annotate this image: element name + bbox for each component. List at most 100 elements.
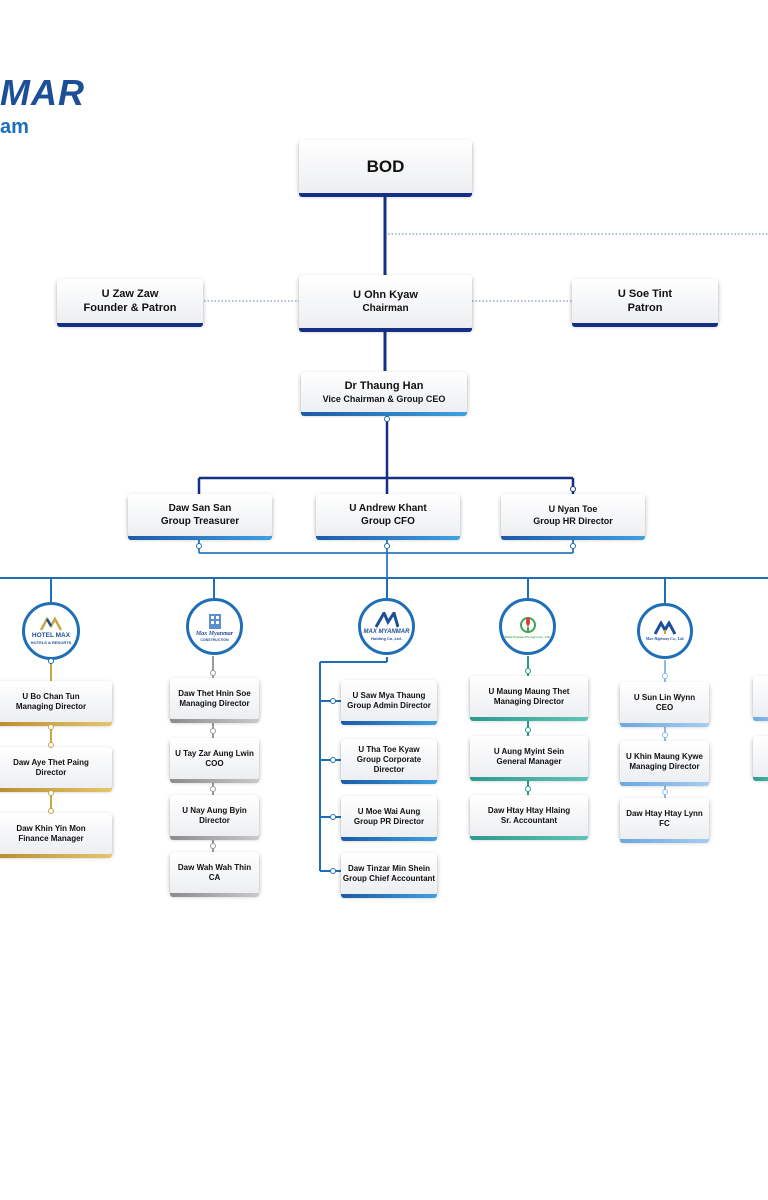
- staff-box[interactable]: U Tay Zar Aung Lwin COO: [170, 738, 259, 783]
- staff-title: Group Admin Director: [347, 701, 431, 710]
- staff-name: U Tha Toe Kyaw: [358, 745, 420, 754]
- exec-box-treasurer[interactable]: Daw San San Group Treasurer: [128, 494, 272, 540]
- staff-name: Daw Aye Thet Paing: [13, 758, 89, 767]
- staff-name: U Saw Mya Thaung: [352, 691, 426, 700]
- max-highway-logo[interactable]: Max Highway Co., Ltd.: [637, 603, 693, 659]
- partial-staff-box: [753, 676, 768, 721]
- staff-title: COO: [205, 759, 224, 768]
- staff-name: Daw Wah Wah Thin: [177, 863, 252, 872]
- staff-title: FC: [659, 819, 670, 828]
- founder-box[interactable]: U Zaw Zaw Founder & Patron: [57, 279, 203, 327]
- patron-title: Patron: [627, 301, 663, 314]
- staff-box[interactable]: U Moe Wai Aung Group PR Director: [341, 796, 437, 841]
- vice-chairman-name: Dr Thaung Han: [344, 380, 424, 392]
- connector-dot: [48, 658, 54, 664]
- exec-title: Group HR Director: [533, 515, 613, 526]
- patron-box[interactable]: U Soe Tint Patron: [572, 279, 718, 327]
- staff-box[interactable]: U Tha Toe Kyaw Group Corporate Director: [341, 739, 437, 784]
- staff-title: Sr. Accountant: [500, 816, 558, 825]
- staff-name: U Moe Wai Aung: [357, 807, 421, 816]
- highway-logo-text: Max Highway Co., Ltd.: [645, 636, 685, 641]
- connector-dot: [210, 728, 216, 734]
- connector-dot: [48, 808, 54, 814]
- building-icon: [208, 613, 221, 629]
- connector-dot: [662, 673, 668, 679]
- connector-dot: [210, 843, 216, 849]
- staff-name: U Tay Zar Aung Lwin: [175, 749, 254, 758]
- connector-dot: [525, 727, 531, 733]
- staff-title: Group Chief Accountant: [342, 874, 436, 883]
- staff-box[interactable]: U Khin Maung Kywe Managing Director: [620, 741, 709, 786]
- staff-box[interactable]: Daw Thet Hnin Soe Managing Director: [170, 678, 259, 723]
- max-myanmar-construction-logo[interactable]: Max Myanmar CONSTRUCTION: [186, 598, 243, 655]
- staff-box[interactable]: Daw Khin Yin Mon Finance Manager: [0, 813, 112, 858]
- staff-name: Daw Tinzar Min Shein: [347, 864, 431, 873]
- holding-logo-sub: Holding Co.,Ltd.: [371, 636, 402, 641]
- connector-dot: [196, 543, 202, 549]
- bod-box[interactable]: BOD: [299, 140, 472, 197]
- staff-box[interactable]: U Nay Aung Byin Director: [170, 795, 259, 840]
- exec-title: Group Treasurer: [160, 515, 240, 527]
- chairman-box[interactable]: U Ohn Kyaw Chairman: [299, 275, 472, 332]
- connector-dot: [384, 543, 390, 549]
- staff-name: U Bo Chan Tun: [22, 692, 80, 701]
- staff-title: Managing Director: [493, 697, 565, 706]
- staff-title: Managing Director: [629, 762, 700, 771]
- staff-box[interactable]: U Saw Mya Thaung Group Admin Director: [341, 680, 437, 725]
- staff-box[interactable]: U Bo Chan Tun Managing Director: [0, 681, 112, 726]
- connector-dot: [662, 732, 668, 738]
- staff-title: CEO: [655, 703, 674, 712]
- staff-title: CA: [208, 873, 221, 882]
- connector-dot: [48, 742, 54, 748]
- hotel-logo-sub: HOTELS & RESORTS: [30, 640, 72, 645]
- connector-dot: [384, 416, 390, 422]
- leaf-icon: [519, 617, 536, 633]
- staff-title: Managing Director: [15, 702, 87, 711]
- agro-logo-text: Shwe Pyanne Pro Agro Co., Ltd.: [504, 635, 551, 639]
- exec-box-cfo[interactable]: U Andrew Khant Group CFO: [316, 494, 460, 540]
- patron-name: U Soe Tint: [617, 287, 673, 300]
- staff-box[interactable]: Daw Tinzar Min Shein Group Chief Account…: [341, 853, 437, 898]
- construction-logo-sub: CONSTRUCTION: [200, 637, 229, 642]
- exec-box-hr[interactable]: U Nyan Toe Group HR Director: [501, 494, 645, 540]
- staff-name: Daw Htay Htay Lynn: [626, 809, 703, 818]
- max-myanmar-holding-logo[interactable]: MAX MYANMAR Holding Co.,Ltd.: [358, 598, 415, 655]
- connector-dot: [570, 486, 576, 492]
- staff-title: Director: [199, 816, 230, 825]
- brand-logo-text: MAR: [0, 72, 85, 113]
- staff-box[interactable]: Daw Htay Htay Lynn FC: [620, 798, 709, 843]
- staff-box[interactable]: Daw Aye Thet Paing Director: [0, 747, 112, 792]
- staff-name: Daw Khin Yin Mon: [16, 824, 86, 833]
- staff-title: Group PR Director: [353, 817, 425, 826]
- vice-chairman-box[interactable]: Dr Thaung Han Vice Chairman & Group CEO: [301, 372, 467, 416]
- partial-staff-box: [753, 736, 768, 781]
- max-myanmar-icon: [374, 612, 399, 628]
- exec-name: U Nyan Toe: [548, 504, 598, 515]
- connector-dot: [330, 868, 336, 874]
- staff-box[interactable]: U Maung Maung Thet Managing Director: [470, 676, 588, 721]
- connector-dot: [525, 668, 531, 674]
- bod-label: BOD: [366, 157, 405, 177]
- exec-title: Group CFO: [361, 515, 415, 527]
- hotel-max-logo[interactable]: HOTEL MAX HOTELS & RESORTS: [22, 602, 80, 660]
- staff-box[interactable]: U Sun Lin Wynn CEO: [620, 682, 709, 727]
- staff-name: U Khin Maung Kywe: [626, 752, 703, 761]
- founder-title: Founder & Patron: [83, 301, 177, 314]
- staff-box[interactable]: U Aung Myint Sein General Manager: [470, 736, 588, 781]
- staff-title: Group Corporate Director: [356, 755, 422, 774]
- connector-dot: [48, 724, 54, 730]
- staff-name: U Maung Maung Thet: [488, 687, 570, 696]
- connector-dot: [570, 543, 576, 549]
- connector-dot: [525, 786, 531, 792]
- staff-box[interactable]: Daw Htay Htay Hlaing Sr. Accountant: [470, 795, 588, 840]
- staff-box[interactable]: Daw Wah Wah Thin CA: [170, 852, 259, 897]
- staff-name: U Sun Lin Wynn: [633, 693, 696, 702]
- holding-logo-text: MAX MYANMAR: [363, 629, 410, 635]
- staff-name: Daw Thet Hnin Soe: [178, 689, 251, 698]
- chairman-title: Chairman: [362, 302, 409, 314]
- connector-dot: [48, 790, 54, 796]
- staff-name: Daw Htay Htay Hlaing: [487, 806, 571, 815]
- connector-dot: [210, 670, 216, 676]
- founder-name: U Zaw Zaw: [101, 287, 159, 300]
- agro-leaf-logo[interactable]: Shwe Pyanne Pro Agro Co., Ltd.: [499, 598, 556, 655]
